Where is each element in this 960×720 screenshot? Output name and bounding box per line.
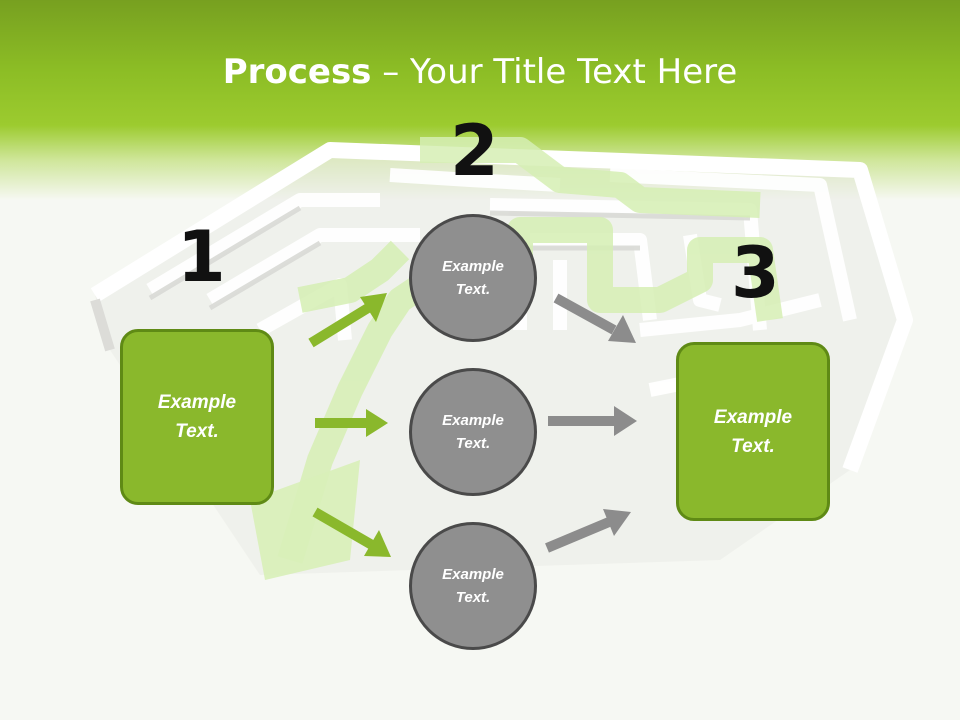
circle-top-text: Example Text. [442, 258, 504, 298]
grey-arrow-up [545, 509, 631, 553]
title-bold: Process [222, 52, 372, 92]
green-arrow-up [308, 293, 387, 348]
title-rest: – Your Title Text Here [371, 52, 738, 92]
circle-step-bottom: Example Text. [409, 522, 537, 650]
green-arrow-down [312, 507, 391, 557]
step-number-1: 1 [177, 216, 226, 298]
circle-bottom-text: Example Text. [442, 566, 504, 606]
left-box-text: Example Text. [157, 392, 237, 442]
slide-title: Process – Your Title Text Here [0, 52, 960, 92]
step-number-2: 2 [450, 110, 499, 192]
circle-step-middle: Example Text. [409, 368, 537, 496]
circle-middle-text: Example Text. [442, 412, 504, 452]
step-number-3: 3 [731, 232, 780, 314]
grey-arrow-down [553, 293, 636, 343]
right-box-text: Example Text. [713, 406, 793, 457]
green-arrow-right [315, 409, 388, 437]
circle-step-top: Example Text. [409, 214, 537, 342]
right-process-box: Example Text. [676, 342, 830, 521]
left-process-box: Example Text. [120, 329, 274, 505]
grey-arrow-right [548, 406, 637, 436]
